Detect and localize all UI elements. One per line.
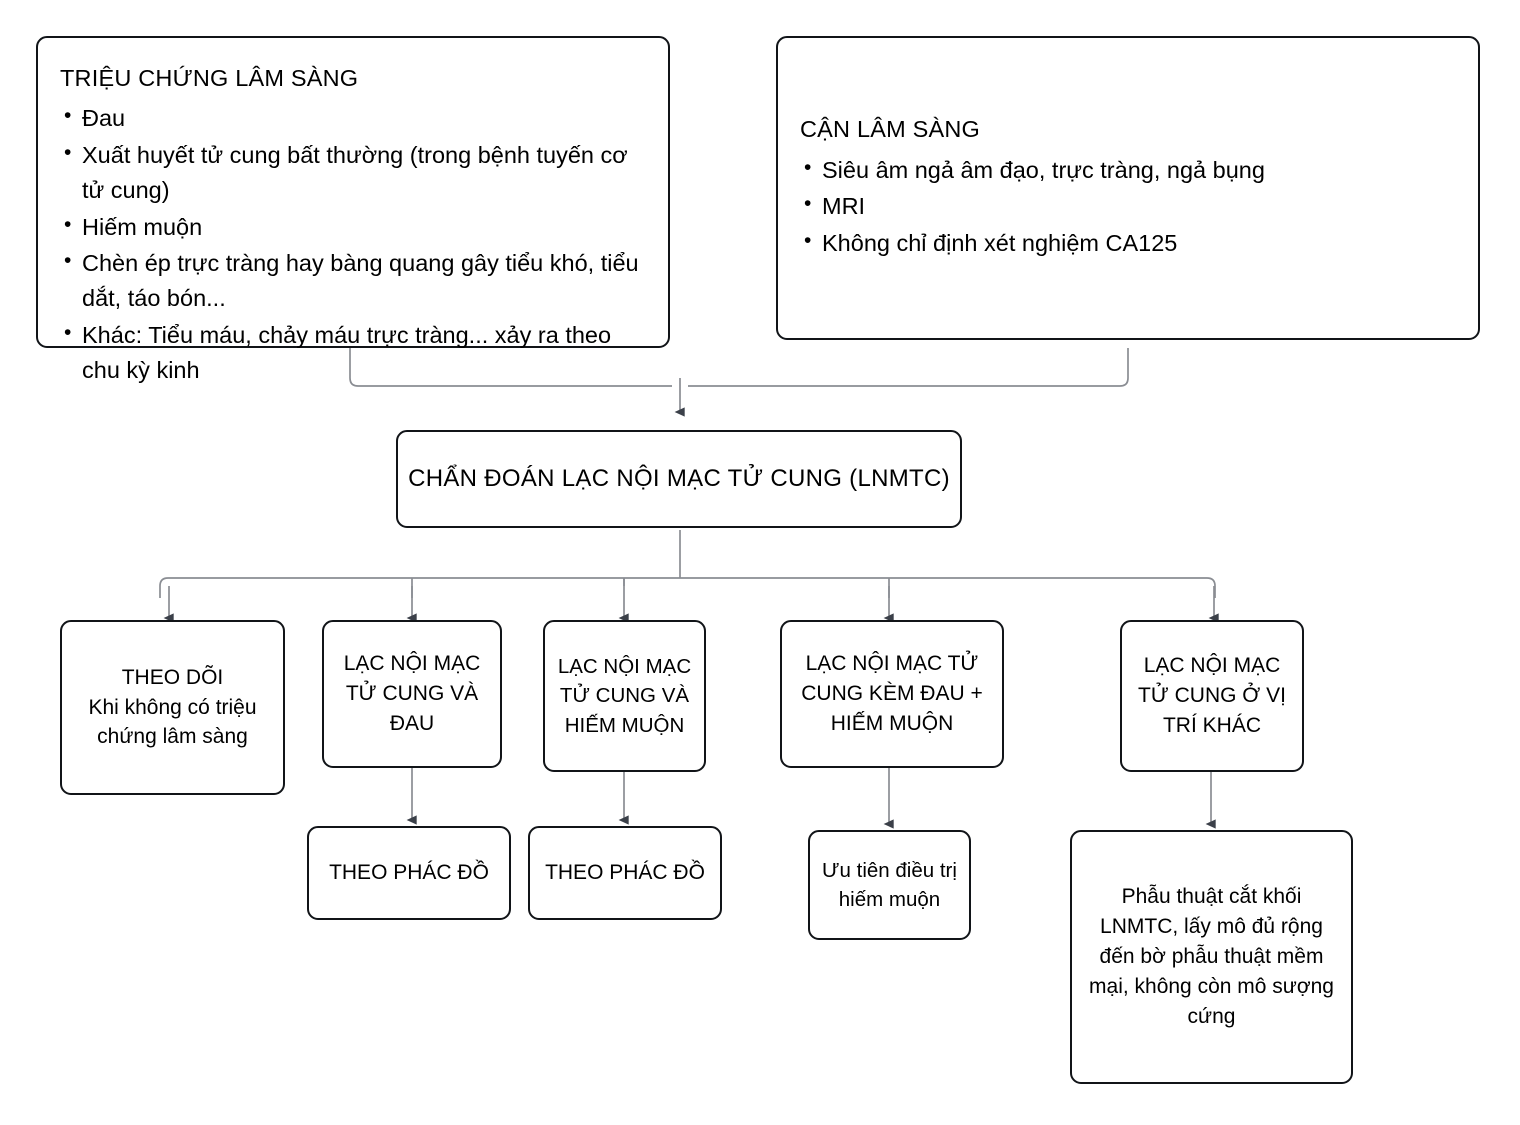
paraclinical-list: Siêu âm ngả âm đạo, trực tràng, ngả bụng… <box>800 151 1452 261</box>
paraclinical-title: CẬN LÂM SÀNG <box>800 116 980 143</box>
list-item: Không chỉ định xét nghiệm CA125 <box>800 225 1452 261</box>
list-item: Hiếm muộn <box>60 209 642 245</box>
branch-node-lnmtc-vi-tri-khac: LẠC NỘI MẠC TỬ CUNG Ở VỊ TRÍ KHÁC <box>1120 620 1304 772</box>
list-item: Chèn ép trực tràng hay bàng quang gây ti… <box>60 245 642 316</box>
branch-node-text: LẠC NỘI MẠC TỬ CUNG Ở VỊ TRÍ KHÁC <box>1122 647 1302 744</box>
branch-title: LẠC NỘI MẠC TỬ CUNG VÀ ĐAU <box>343 652 481 735</box>
wire-bus-right <box>680 577 1216 598</box>
outcome-node-text: THEO PHÁC ĐỒ <box>329 861 489 885</box>
branch-title: LẠC NỘI MẠC TỬ CUNG KÈM ĐAU + HIẾM MUỘN <box>801 652 983 735</box>
branch-title: LẠC NỘI MẠC TỬ CUNG VÀ HIẾM MUỘN <box>557 655 692 737</box>
branch-subtitle: Khi không có triệu chứng lâm sàng <box>88 695 257 749</box>
outcome-node-phac-do-1: THEO PHÁC ĐỒ <box>307 826 511 920</box>
outcome-node-phau-thuat: Phẫu thuật cắt khối LNMTC, lấy mô đủ rộn… <box>1070 830 1353 1084</box>
branch-node-text: LẠC NỘI MẠC TỬ CUNG VÀ HIẾM MUỘN <box>545 648 704 743</box>
wire-paraclinical-to-merge <box>688 348 1129 387</box>
branch-node-text: LẠC NỘI MẠC TỬ CUNG VÀ ĐAU <box>324 645 500 742</box>
outcome-node-uu-tien-hiem-muon: Ưu tiên điều trị hiếm muộn <box>808 830 971 940</box>
diagnosis-node: CHẨN ĐOÁN LẠC NỘI MẠC TỬ CUNG (LNMTC) <box>396 430 962 528</box>
branch-node-lnmtc-dau: LẠC NỘI MẠC TỬ CUNG VÀ ĐAU <box>322 620 502 768</box>
clinical-symptoms-panel: TRIỆU CHỨNG LÂM SÀNG Đau Xuất huyết tử c… <box>36 36 670 383</box>
branch-title: LẠC NỘI MẠC TỬ CUNG Ở VỊ TRÍ KHÁC <box>1138 654 1286 737</box>
list-item: Xuất huyết tử cung bất thường (trong bện… <box>60 137 642 208</box>
list-item: Siêu âm ngả âm đạo, trực tràng, ngả bụng <box>800 152 1452 188</box>
paraclinical-panel: CẬN LÂM SÀNG Siêu âm ngả âm đạo, trực tr… <box>776 36 1480 340</box>
outcome-node-text: THEO PHÁC ĐỒ <box>545 861 705 885</box>
branch-node-theo-doi: THEO DÕI Khi không có triệu chứng lâm sà… <box>60 620 285 795</box>
list-item: Khác: Tiểu máu, chảy máu trực tràng... x… <box>60 317 642 388</box>
branch-node-lnmtc-hiem-muon: LẠC NỘI MẠC TỬ CUNG VÀ HIẾM MUỘN <box>543 620 706 772</box>
wire-bus-left <box>159 577 680 598</box>
clinical-symptoms-title: TRIỆU CHỨNG LÂM SÀNG <box>60 65 359 91</box>
branch-node-text: LẠC NỘI MẠC TỬ CUNG KÈM ĐAU + HIẾM MUỘN <box>782 645 1002 742</box>
clinical-symptoms-list: Đau Xuất huyết tử cung bất thường (trong… <box>60 99 642 387</box>
branch-title: THEO DÕI <box>121 665 224 689</box>
list-item: MRI <box>800 188 1452 224</box>
outcome-node-text: Ưu tiên điều trị hiếm muộn <box>822 858 957 911</box>
list-item: Đau <box>60 100 642 136</box>
diagnosis-label: CHẨN ĐOÁN LẠC NỘI MẠC TỬ CUNG (LNMTC) <box>408 465 950 492</box>
outcome-node-text: Phẫu thuật cắt khối LNMTC, lấy mô đủ rộn… <box>1089 885 1334 1028</box>
branch-node-lnmtc-dau-hiem-muon: LẠC NỘI MẠC TỬ CUNG KÈM ĐAU + HIẾM MUỘN <box>780 620 1004 768</box>
branch-node-text: THEO DÕI Khi không có triệu chứng lâm sà… <box>62 659 283 756</box>
outcome-node-phac-do-2: THEO PHÁC ĐỒ <box>528 826 722 920</box>
